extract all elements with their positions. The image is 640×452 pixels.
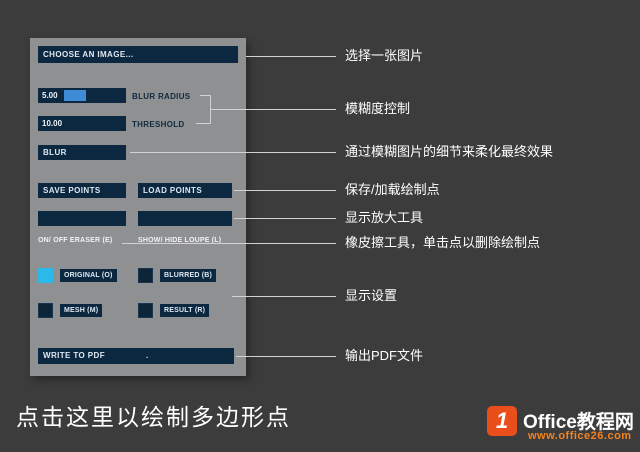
write-pdf-button[interactable]: WRITE TO PDF . — [38, 348, 234, 364]
logo-title: Office教程网 — [523, 412, 634, 433]
tool-panel: CHOOSE AN IMAGE... 5.00 BLUR RADIUS 10.0… — [30, 38, 246, 376]
blur-radius-label: BLUR RADIUS — [132, 92, 191, 101]
connector-line — [236, 356, 336, 357]
blur-button[interactable]: BLUR — [38, 145, 126, 160]
mesh-checkbox[interactable] — [38, 303, 53, 318]
blur-radius-value: 5.00 — [42, 91, 58, 100]
threshold-input[interactable]: 10.00 — [38, 116, 126, 131]
write-pdf-label: WRITE TO PDF — [43, 351, 105, 360]
connector-line — [232, 296, 336, 297]
mesh-checkbox-label[interactable]: MESH (M) — [60, 304, 103, 317]
eraser-toggle-button[interactable] — [38, 211, 126, 226]
connector-line — [234, 190, 336, 191]
eraser-label: ON/ OFF ERASER (E) — [38, 237, 113, 244]
annotation-save-load: 保存/加载绘制点 — [345, 182, 440, 197]
connector-line — [196, 123, 210, 124]
save-points-button[interactable]: SAVE POINTS — [38, 183, 126, 198]
connector-line — [210, 109, 336, 110]
blurred-checkbox[interactable] — [138, 268, 153, 283]
annotation-eraser: 橡皮擦工具，单击点以删除绘制点 — [345, 235, 541, 250]
result-checkbox[interactable] — [138, 303, 153, 318]
connector-line — [122, 243, 336, 244]
logo-icon: 1 — [487, 406, 517, 436]
loupe-label: SHOW/ HIDE LOUPE (L) — [138, 237, 222, 244]
threshold-value: 10.00 — [42, 119, 63, 128]
annotation-blur-effect: 通过模糊图片的细节来柔化最终效果 — [345, 144, 554, 159]
annotation-loupe: 显示放大工具 — [345, 210, 424, 225]
loupe-toggle-button[interactable] — [138, 211, 232, 226]
write-pdf-cursor-dot: . — [146, 351, 149, 360]
annotation-choose-image: 选择一张图片 — [345, 48, 424, 63]
connector-line — [234, 218, 336, 219]
load-points-button[interactable]: LOAD POINTS — [138, 183, 232, 198]
original-checkbox-label[interactable]: ORIGINAL (O) — [60, 269, 117, 282]
threshold-label: THRESHOLD — [132, 120, 185, 129]
connector-line — [130, 152, 336, 153]
annotation-blur-control: 模糊度控制 — [345, 101, 411, 116]
blur-radius-input[interactable]: 5.00 — [38, 88, 126, 103]
draw-points-caption: 点击这里以绘制多边形点 — [16, 404, 291, 430]
connector-line — [200, 95, 210, 96]
choose-image-button[interactable]: CHOOSE AN IMAGE... — [38, 46, 238, 63]
result-checkbox-label[interactable]: RESULT (R) — [160, 304, 210, 317]
annotation-write-pdf: 输出PDF文件 — [345, 348, 424, 363]
connector-line — [246, 56, 336, 57]
blur-radius-selection — [64, 90, 86, 101]
logo-url: www.office26.com — [528, 430, 632, 442]
annotation-display-settings: 显示设置 — [345, 288, 398, 303]
original-checkbox[interactable] — [38, 268, 53, 283]
blurred-checkbox-label[interactable]: BLURRED (B) — [160, 269, 217, 282]
